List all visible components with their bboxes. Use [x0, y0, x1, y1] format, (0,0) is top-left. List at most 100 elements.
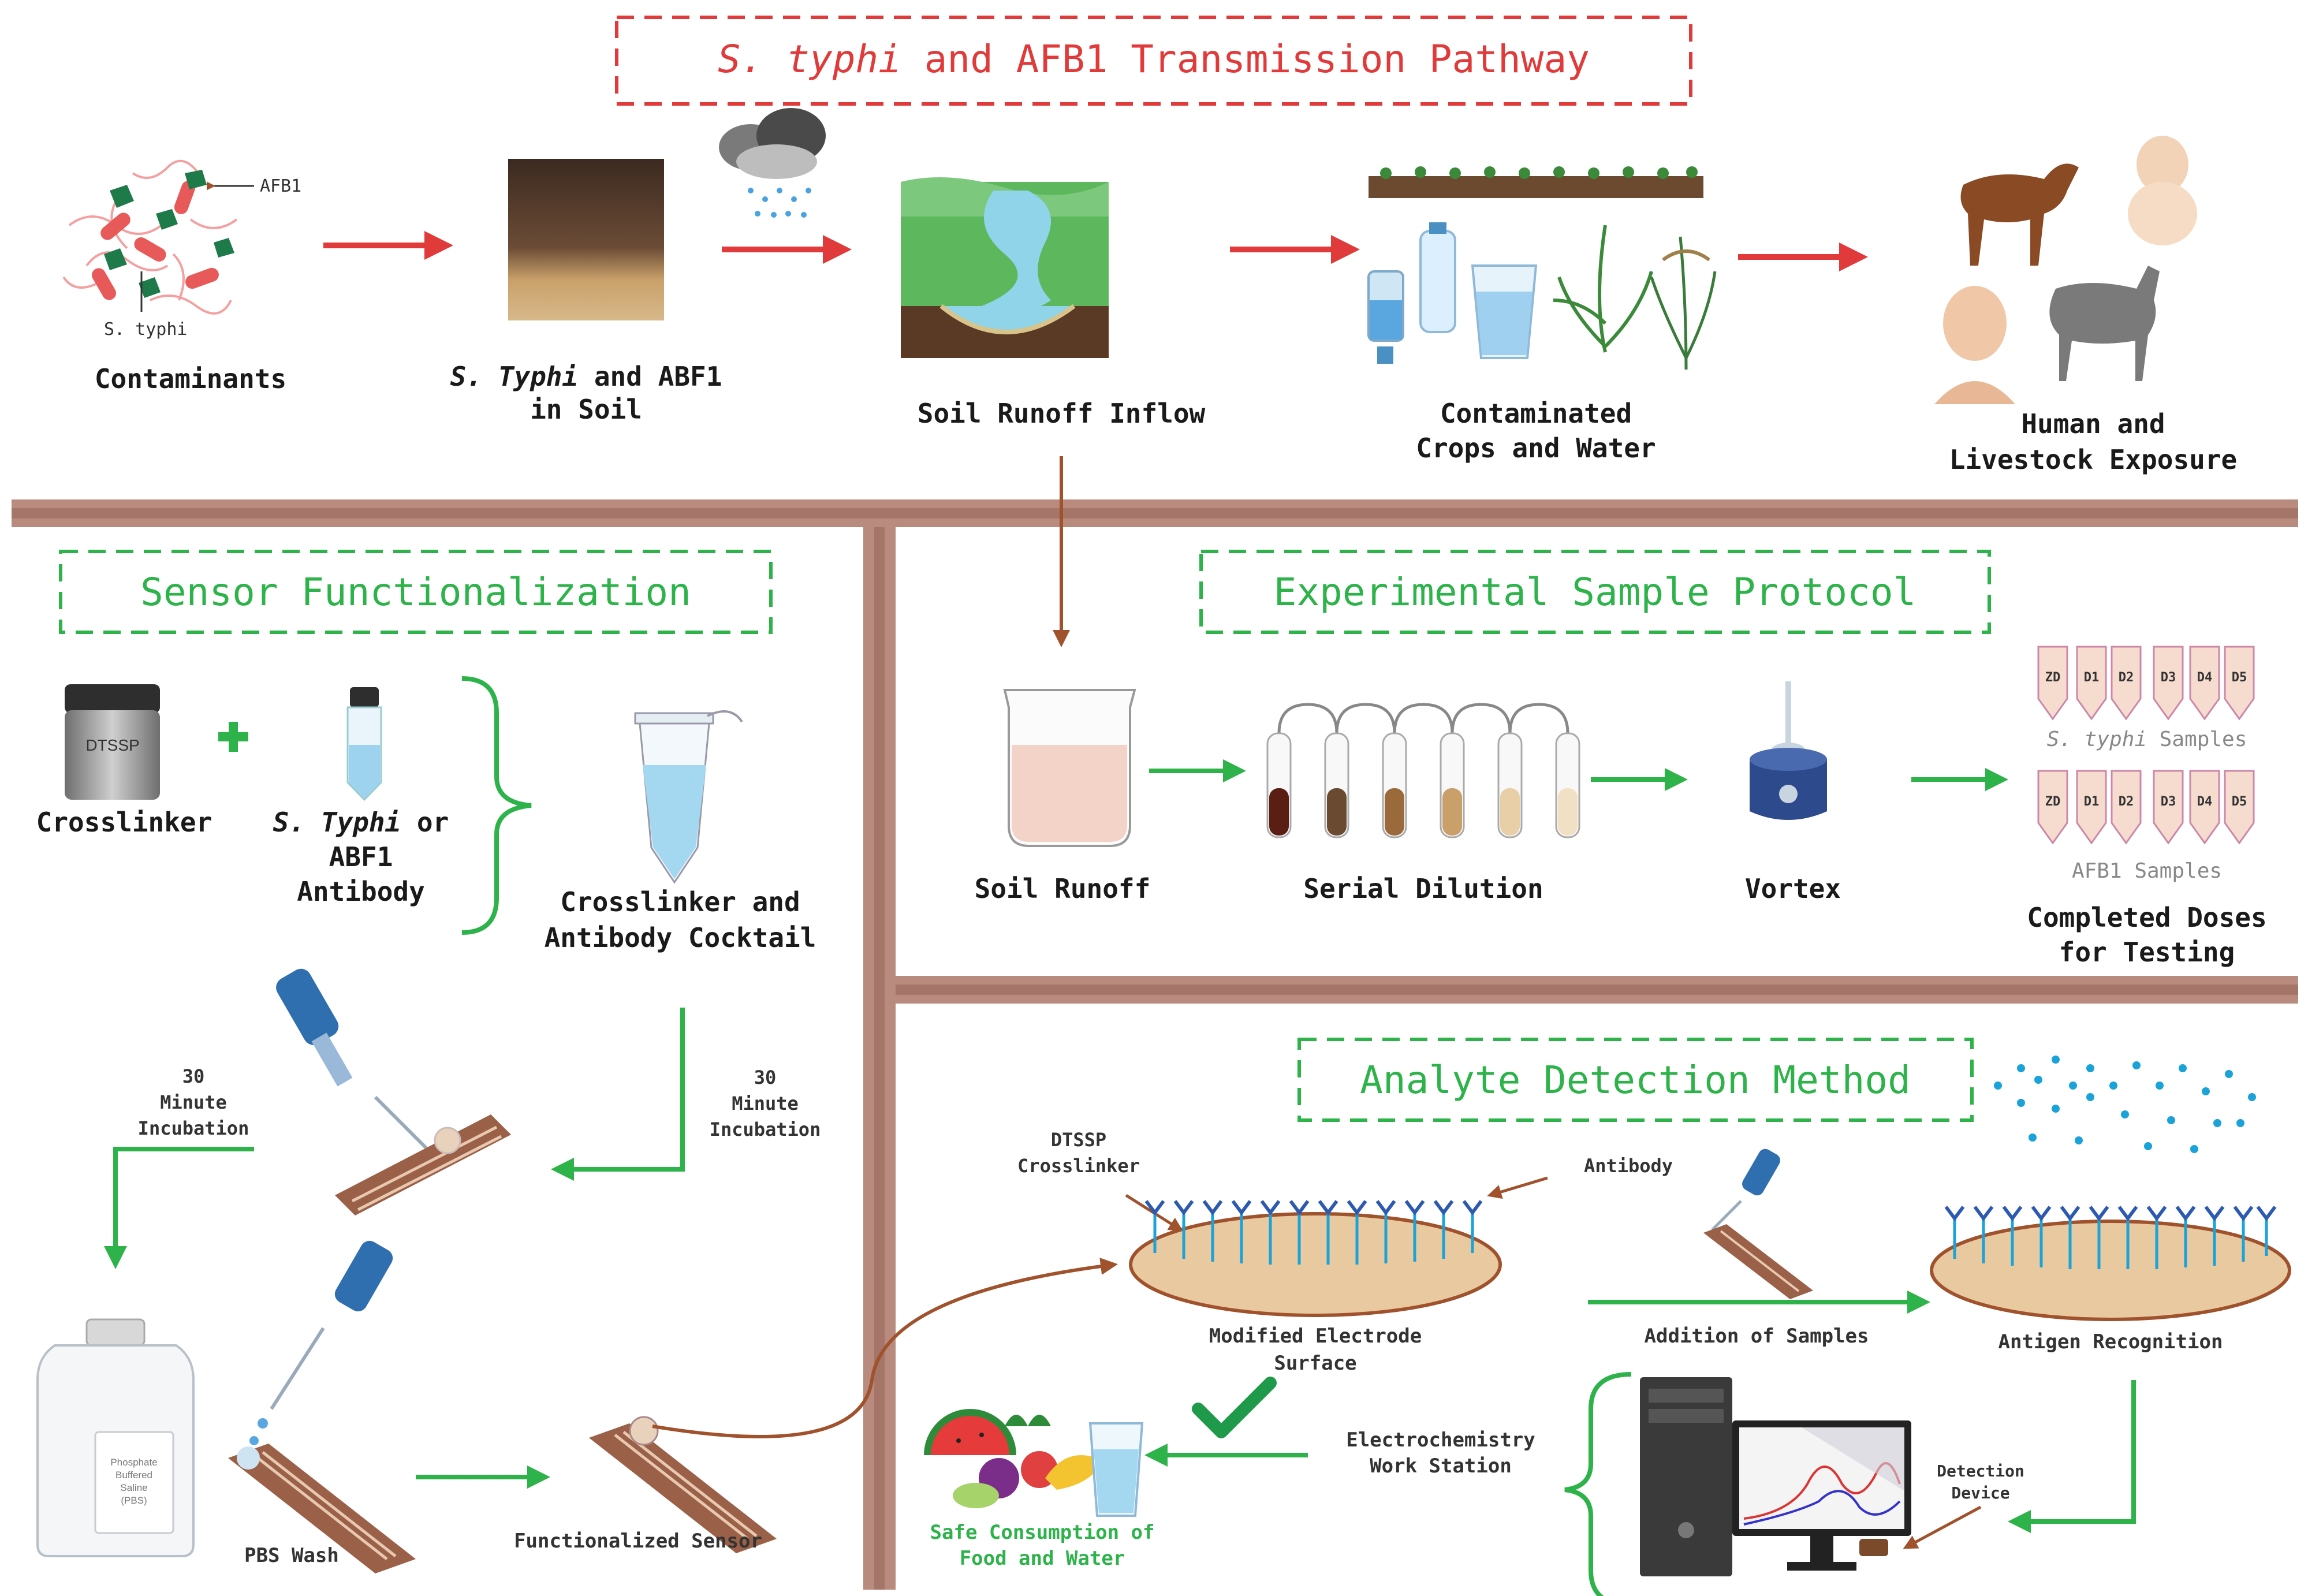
functionalized-label: Functionalized Sensor: [514, 1530, 762, 1553]
checkmark-icon: [1192, 1377, 1277, 1438]
afb1-samples-label: AFB1 Samples: [2072, 859, 2222, 883]
beaker-icon: [1003, 689, 1136, 847]
pbs-bottle-icon: Phosphate Buffered Saline (PBS): [36, 1318, 195, 1557]
antibody-label-line1: S. Typhi or: [273, 807, 449, 838]
transmission-title-rest: and AFB1 Transmission Pathway: [901, 37, 1590, 81]
styphi-samples-label: S. typhi Samples: [2047, 728, 2247, 751]
sensor-strip-upper: [335, 1114, 511, 1215]
brace-icon: [461, 676, 532, 935]
pipette-icon-detection: [1711, 1148, 1780, 1231]
svg-text:Saline: Saline: [120, 1482, 147, 1493]
tube-zd-top: ZD: [2045, 670, 2061, 685]
arrow-antigen-to-device: [2008, 1380, 2136, 1533]
dtssp-jar-icon: DTSSP: [65, 684, 160, 800]
exposure-label-line2: Livestock Exposure: [1949, 444, 2238, 475]
workstation-line1: Electrochemistry: [1346, 1429, 1535, 1452]
soil-label-line1: S. Typhi and ABF1: [450, 361, 722, 392]
incubation-right-1: 30: [754, 1067, 777, 1088]
plus-icon: [218, 722, 248, 752]
food-fruits-icon: [924, 1409, 1103, 1508]
incubation-right-3: Incubation: [710, 1118, 821, 1140]
brace-workstation: [1564, 1372, 1632, 1596]
sensor-strip-detection: [1703, 1224, 1813, 1299]
detection-device-line1: Detection: [1937, 1461, 2024, 1481]
modified-electrode-icon: [1129, 1200, 1502, 1317]
cocktail-label-line1: Crosslinker and: [560, 886, 800, 918]
completed-label-line1: Completed Doses: [2027, 902, 2266, 933]
tube-d1-top: D1: [2084, 670, 2100, 685]
tube-d4-bottom: D4: [2197, 795, 2213, 809]
antibody-pointer-label: Antibody: [1584, 1155, 1673, 1177]
pipette-icon-upper: [276, 968, 441, 1162]
exposure-label-line1: Human and: [2021, 408, 2165, 439]
section-title-transmission: S. typhi and AFB1 Transmission Pathway: [615, 16, 1692, 106]
antigen-particles: [1994, 1056, 2256, 1153]
svg-text:(PBS): (PBS): [121, 1495, 147, 1506]
antigen-recognition-label: Antigen Recognition: [1998, 1330, 2223, 1353]
antibody-tube-icon: [346, 687, 382, 801]
eppendorf-tube-icon: [634, 710, 743, 884]
tube-d3-bottom: D3: [2161, 795, 2176, 809]
runoff-label: Soil Runoff Inflow: [918, 398, 1206, 429]
tube-d4-top: D4: [2197, 670, 2213, 685]
dtssp-crosslinker-line2: Crosslinker: [1017, 1155, 1140, 1177]
crops-water-icon: [1367, 166, 1717, 370]
soil-label-line2: in Soil: [530, 394, 642, 425]
tube-d1-bottom: D1: [2084, 795, 2100, 809]
afb1-tag: AFB1: [260, 176, 301, 196]
addition-samples-label: Addition of Samples: [1645, 1325, 1869, 1348]
human-livestock-icon: [1934, 136, 2197, 404]
serial-dilution-tubes-icon: [1266, 703, 1580, 838]
safe-consumption-line2: Food and Water: [960, 1547, 1125, 1570]
arrow-functionalized-to-electrode: [652, 1258, 1118, 1438]
antibody-label-line3: Antibody: [297, 876, 425, 907]
svg-text:Phosphate: Phosphate: [110, 1457, 157, 1468]
incubation-left-1: 30: [182, 1065, 205, 1087]
section-title-detection: Analyte Detection Method: [1297, 1038, 1974, 1122]
styphi-tag: S. typhi: [104, 319, 188, 340]
sensor-strip-wash: [228, 1444, 416, 1573]
arrow-cocktail-to-sensor: [551, 1008, 685, 1181]
protocol-title: Experimental Sample Protocol: [1274, 570, 1917, 614]
sensor-strip-functionalized: [589, 1416, 777, 1553]
protocol-serial-dilution: Serial Dilution: [1303, 873, 1543, 904]
crops-label-line2: Crops and Water: [1416, 432, 1656, 464]
contaminants-illustration: AFB1 S. typhi: [62, 159, 301, 340]
cocktail-label-line2: Antibody Cocktail: [545, 922, 816, 953]
styphi-sample-tubes: [2037, 646, 2255, 721]
completed-label-line2: for Testing: [2059, 937, 2235, 968]
soil-layers-icon: [508, 159, 664, 320]
crops-label-line1: Contaminated: [1440, 398, 1632, 429]
computer-workstation-icon: [1640, 1377, 1911, 1576]
transmission-title-italic: S. typhi: [718, 37, 901, 81]
svg-text:Buffered: Buffered: [115, 1470, 152, 1481]
arrow-antibody-pointer: [1487, 1176, 1548, 1199]
tube-d2-top: D2: [2119, 670, 2134, 685]
dtssp-crosslinker-line1: DTSSP: [1051, 1129, 1106, 1151]
incubation-right-2: Minute: [732, 1092, 799, 1114]
afb1-sample-tubes: [2037, 770, 2255, 845]
tube-zd-bottom: ZD: [2045, 795, 2061, 809]
arrow-incubation-to-pbs: [104, 1147, 254, 1269]
tube-d3-top: D3: [2161, 670, 2176, 685]
water-glass-icon: [1088, 1422, 1144, 1517]
svg-text:DTSSP: DTSSP: [85, 736, 139, 754]
divider-bars: [12, 499, 2298, 1590]
runoff-river-icon: [901, 177, 1109, 358]
protocol-soil-runoff: Soil Runoff: [975, 873, 1151, 904]
crosslinker-label: Crosslinker: [36, 807, 212, 838]
tube-d5-bottom: D5: [2232, 795, 2247, 809]
tube-d2-bottom: D2: [2119, 795, 2134, 809]
vortex-icon: [1750, 681, 1827, 820]
detection-title: Analyte Detection Method: [1360, 1058, 1911, 1102]
workstation-line2: Work Station: [1370, 1455, 1512, 1478]
incubation-left-3: Incubation: [138, 1117, 249, 1139]
incubation-left-2: Minute: [160, 1091, 227, 1113]
modified-electrode-line1: Modified Electrode: [1209, 1325, 1422, 1348]
pipette-icon-lower: [249, 1240, 393, 1445]
protocol-vortex: Vortex: [1745, 873, 1841, 904]
pbs-wash-label: PBS Wash: [244, 1544, 339, 1567]
antibody-label-line2: ABF1: [329, 841, 393, 872]
arrow-device-pointer: [1903, 1505, 1982, 1549]
